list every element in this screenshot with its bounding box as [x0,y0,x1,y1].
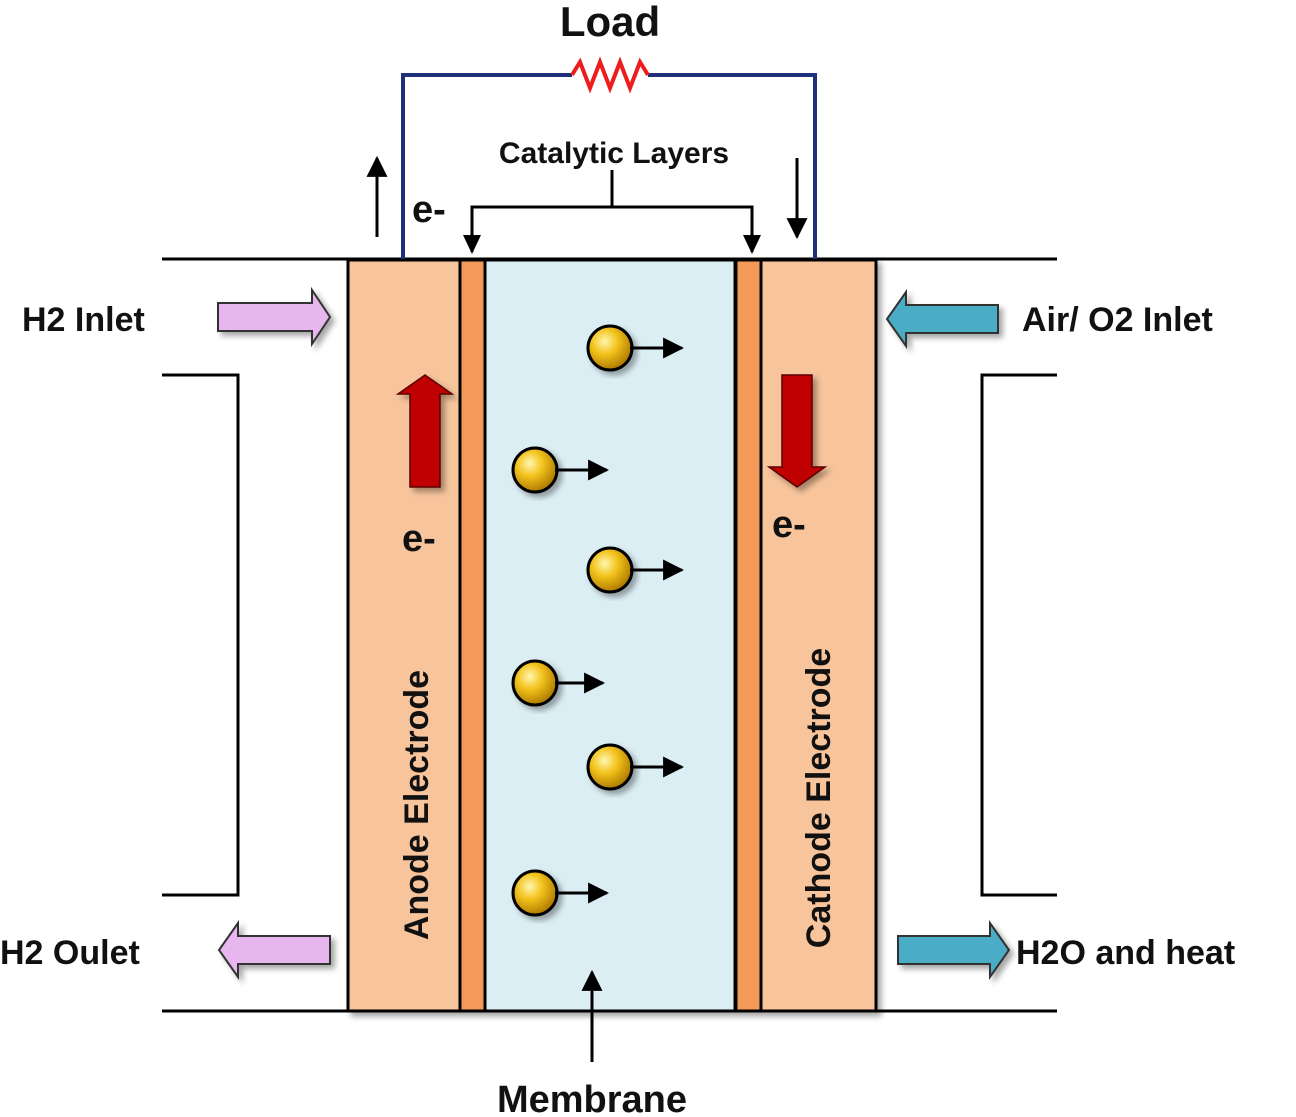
electron-label-top: e- [412,189,446,231]
proton-4 [511,659,559,707]
catalytic-layers-label: Catalytic Layers [499,137,729,170]
membrane-label: Membrane [497,1079,687,1117]
proton-6 [511,869,559,917]
load-resistor [570,56,650,94]
catalytic-bracket [470,205,754,252]
anode-electron-arrow [395,374,455,488]
h2-outlet-label: H2 Oulet [0,934,140,972]
cathode-catalytic-layer [734,258,763,1013]
proton-group [511,324,685,917]
catalytic-bracket-arrowhead-left [463,235,481,254]
anode-electrode-label: Anode Electrode [398,670,436,940]
cathode-electrode [759,258,878,1013]
left-bracket [162,373,240,897]
air-inlet-arrow [885,288,999,350]
anode-electron-label: e- [402,518,436,560]
h2-inlet-label: H2 Inlet [22,301,145,339]
h2o-outlet-label: H2O and heat [1016,934,1235,972]
anode-electrode [346,258,462,1013]
h2o-outlet-arrow [897,919,1011,981]
cathode-electron-arrow [766,374,828,488]
external-circuit-wire-path [401,73,817,259]
load-label: Load [560,0,660,45]
cathode-electrode-label: Cathode Electrode [800,648,838,948]
anode-catalytic-layer [458,258,487,1013]
proton-2 [511,446,559,494]
air-inlet-label: Air/ O2 Inlet [1022,301,1213,339]
h2-inlet-arrow [217,286,332,348]
proton-1 [586,324,634,372]
right-bracket [980,373,1057,897]
h2-outlet-arrow [217,919,331,981]
cathode-electron-label: e- [772,504,806,546]
proton-3 [586,546,634,594]
catalytic-bracket-arrowhead-right [743,235,761,254]
proton-5 [586,743,634,791]
